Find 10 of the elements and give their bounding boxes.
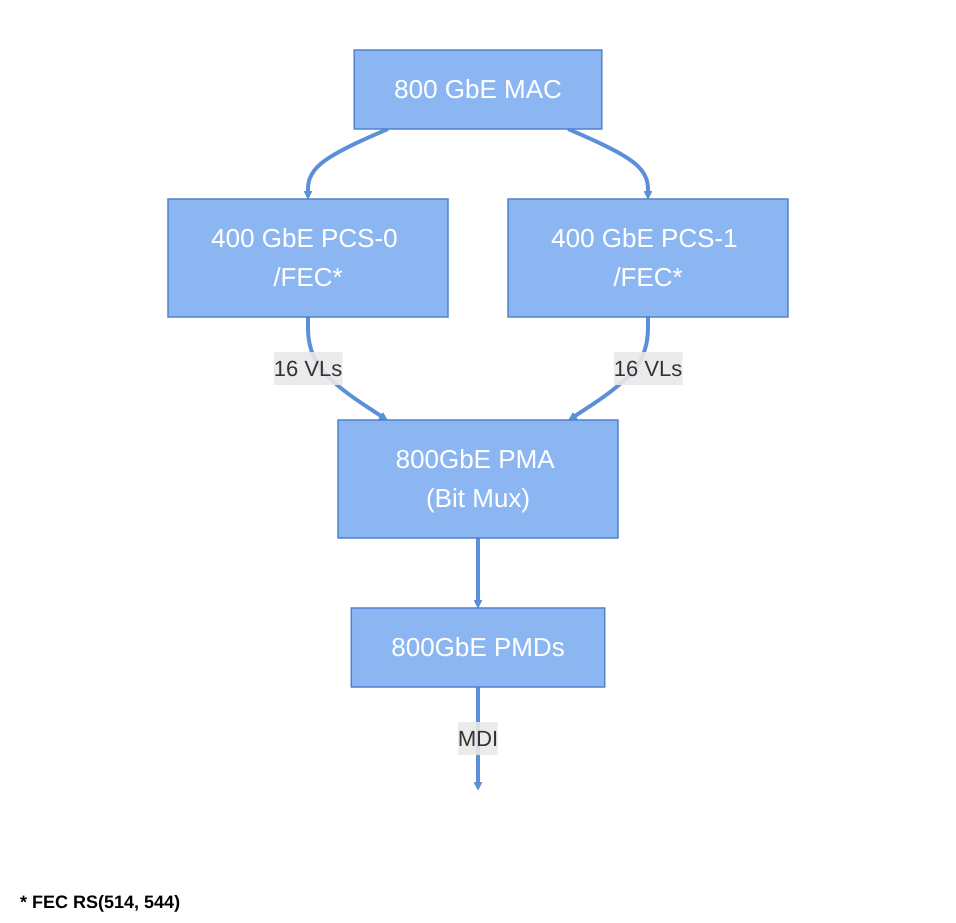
node-box: 800 GbE MAC	[353, 49, 603, 130]
arrow	[474, 538, 482, 608]
edge-label: MDI	[458, 726, 498, 751]
node-box: 800GbE PMDs	[350, 607, 606, 688]
footnote: * FEC RS(514, 544)	[20, 892, 180, 913]
edge-label: 16 VLs	[614, 356, 682, 381]
edge-label: 16 VLs	[274, 356, 342, 381]
node-box: 400 GbE PCS-1 /FEC*	[507, 198, 789, 318]
node-box: 400 GbE PCS-0 /FEC*	[167, 198, 449, 318]
node-box: 800GbE PMA (Bit Mux)	[337, 419, 619, 539]
